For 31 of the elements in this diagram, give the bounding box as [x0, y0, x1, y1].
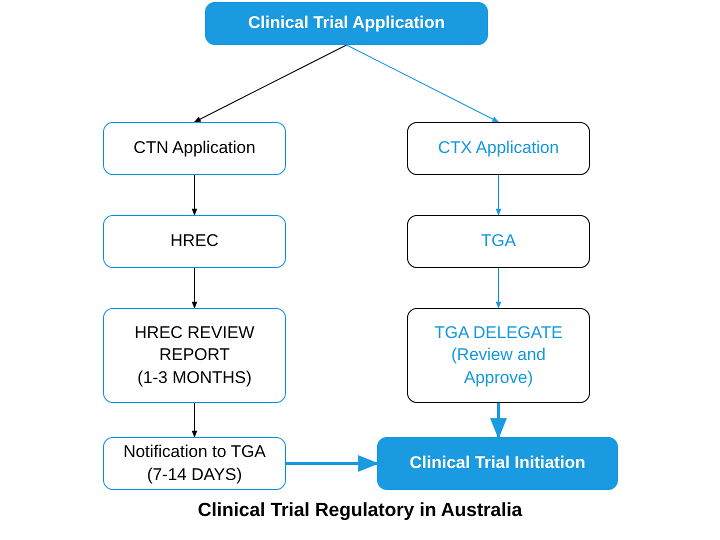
arrow [192, 402, 198, 438]
arrow [496, 268, 502, 309]
caption: Clinical Trial Regulatory in Australia [196, 500, 524, 522]
process-box [407, 122, 590, 175]
process-box [103, 122, 286, 175]
process-box [407, 308, 590, 403]
box-label: Clinical Trial Application [248, 12, 445, 34]
box-label: TGA [481, 230, 516, 252]
box-label: CTX Application [438, 137, 559, 160]
arrow [496, 174, 502, 216]
box-label: (7-14 DAYS) [146, 464, 242, 486]
process-box [103, 215, 286, 268]
arrow [490, 403, 507, 440]
arrow [192, 268, 198, 309]
process-box [407, 215, 590, 268]
box-label: Notification to TGA [123, 441, 266, 464]
process-box [377, 437, 618, 490]
box-label: (1-3 MONTHS) [137, 366, 252, 389]
box-label: HREC REVIEW REPORT [134, 322, 256, 366]
box-label: (Review and Approve) [450, 344, 547, 389]
process-box [103, 308, 286, 403]
process-box [103, 437, 286, 490]
arrow [346, 44, 500, 122]
arrow [192, 174, 198, 216]
box-label: CTN Application [134, 137, 256, 160]
box-label: TGA DELEGATE [434, 322, 563, 344]
process-box [205, 2, 488, 45]
box-label: HREC [170, 230, 219, 252]
box-label: Clinical Trial Initiation [410, 452, 586, 474]
arrow [194, 44, 347, 122]
arrow [286, 455, 380, 472]
